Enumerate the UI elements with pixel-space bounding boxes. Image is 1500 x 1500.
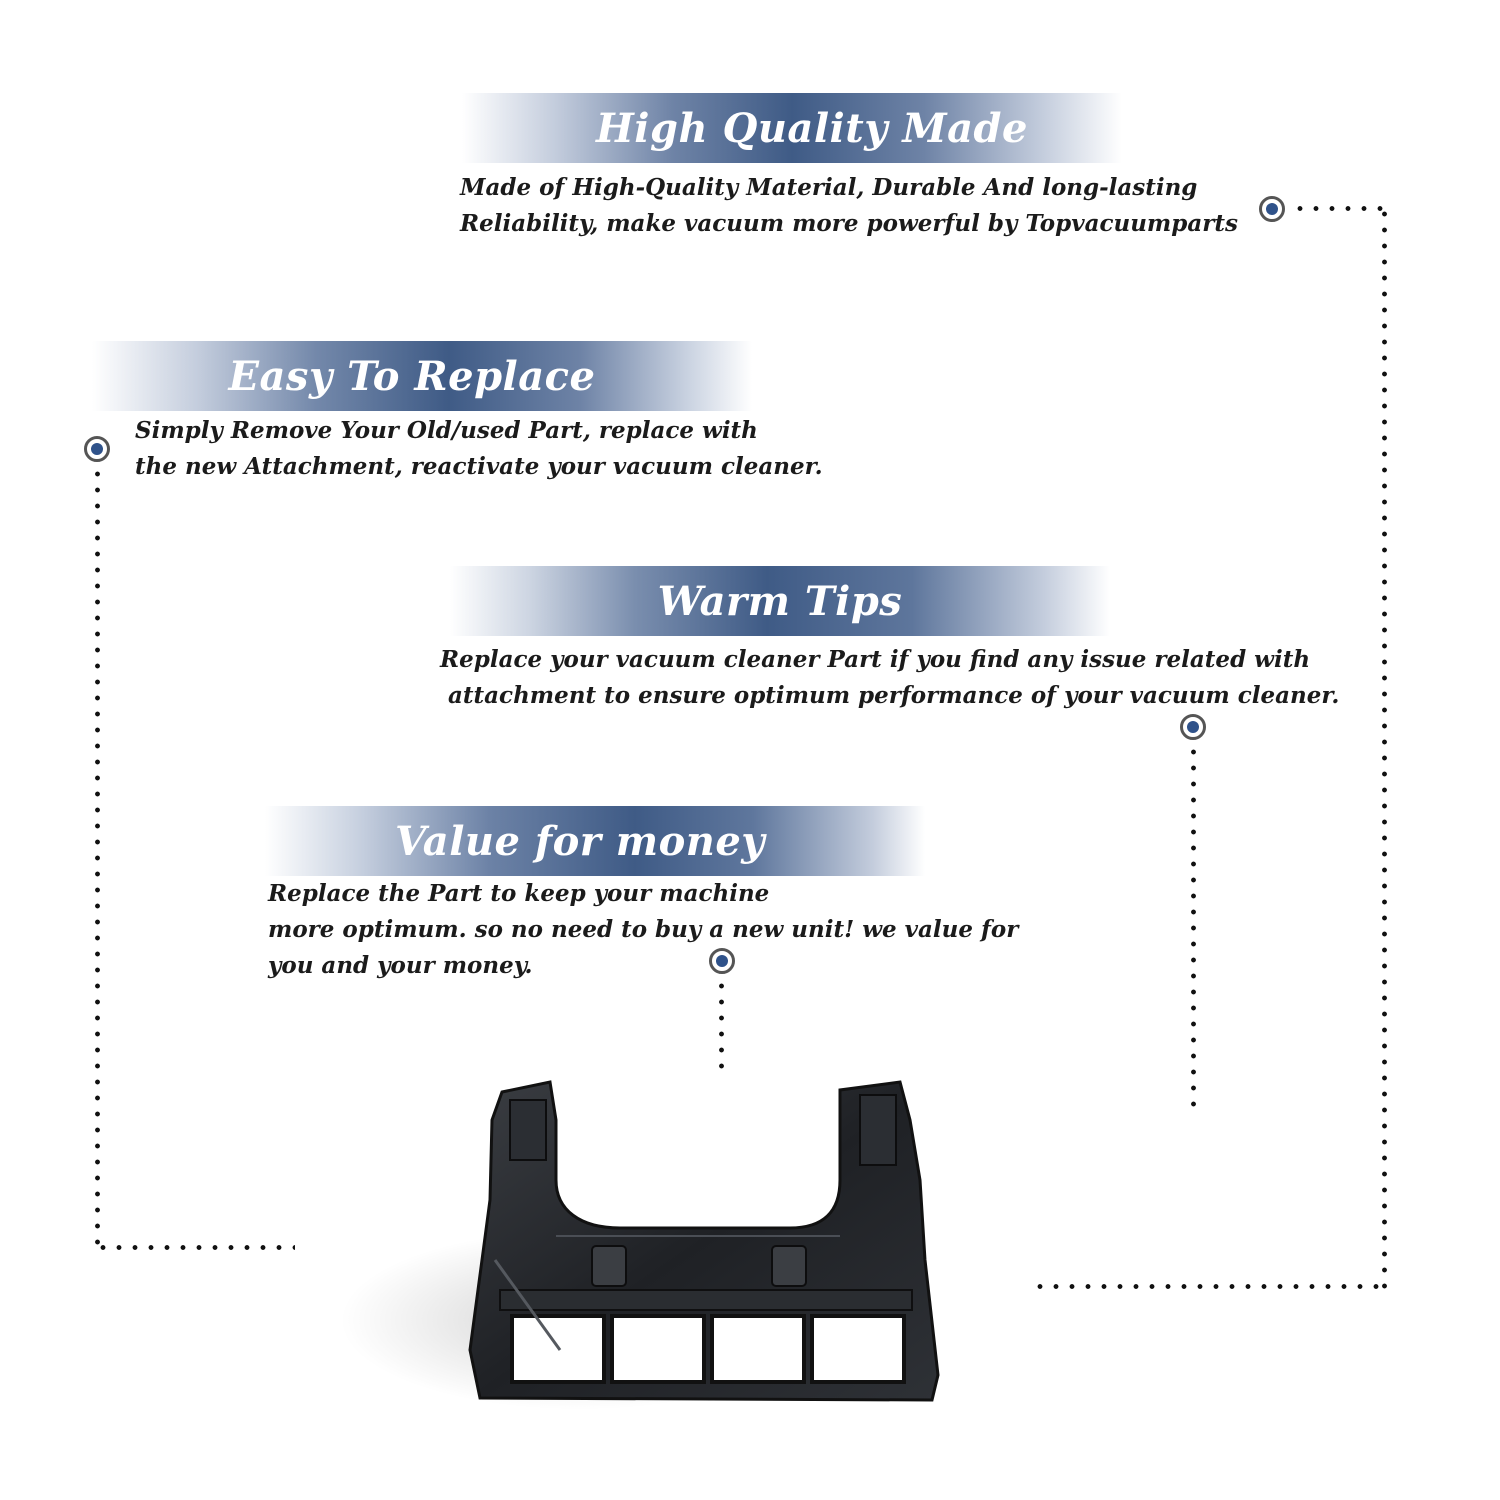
target-dot-icon (1259, 196, 1285, 222)
dotted-connector (1382, 206, 1387, 1290)
vacuum-brush-plate (340, 1080, 940, 1410)
dotted-connector (1292, 206, 1388, 211)
banner-easy-replace: Easy To Replace (92, 341, 752, 411)
feature-title: Warm Tips (657, 577, 903, 625)
feature-description-high-quality: Made of High-Quality Material, Durable A… (460, 174, 1238, 237)
feature-title: Value for money (394, 817, 766, 865)
target-dot-icon (709, 948, 735, 974)
feature-title: High Quality Made (596, 104, 1028, 152)
banner-warm-tips: Warm Tips (450, 566, 1110, 636)
banner-value-money: Value for money (265, 806, 925, 876)
banner-high-quality: High Quality Made (462, 93, 1122, 163)
feature-description-easy-replace: Simply Remove Your Old/used Part, replac… (135, 417, 823, 480)
target-dot-icon (84, 436, 110, 462)
dotted-connector (95, 466, 100, 1250)
feature-title: Easy To Replace (228, 352, 596, 400)
dotted-connector (719, 978, 724, 1074)
dotted-connector (95, 1245, 295, 1250)
feature-description-value-money: Replace the Part to keep your machine mo… (268, 880, 1019, 979)
feature-description-warm-tips: Replace your vacuum cleaner Part if you … (440, 646, 1340, 709)
target-dot-icon (1180, 714, 1206, 740)
dotted-connector (1032, 1284, 1388, 1289)
dotted-connector (1191, 744, 1196, 1108)
